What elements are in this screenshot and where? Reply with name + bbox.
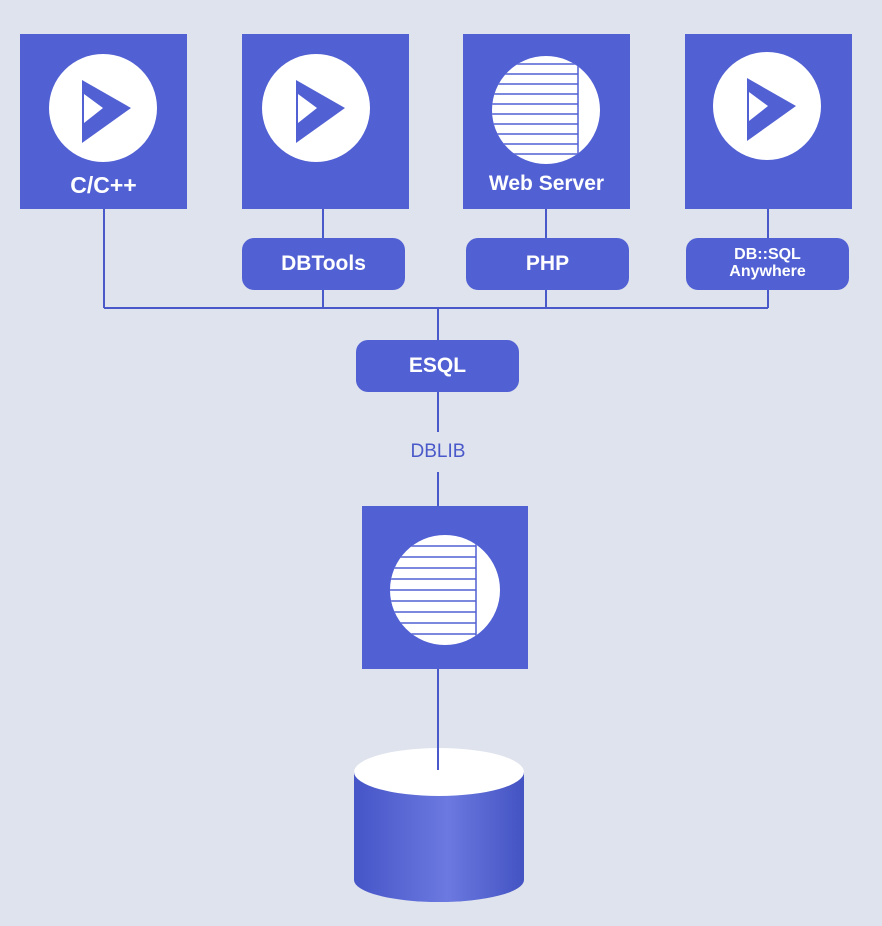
dbsql-label-line1: DB::SQL: [734, 246, 801, 264]
dbsql-label-line2: Anywhere: [729, 263, 806, 280]
play-triangles-icon: [713, 52, 821, 160]
esql-interface: ESQL: [356, 340, 519, 392]
database-cylinder-icon: [354, 748, 524, 902]
php-interface: PHP: [466, 238, 629, 290]
play-triangles-icon: [49, 54, 157, 162]
dbtools-interface: DBTools: [242, 238, 405, 290]
play-triangles-icon: [262, 54, 370, 162]
web-server-label: Web Server: [488, 172, 605, 195]
cpp-label: C/C++: [70, 172, 137, 198]
connector-lines: [103, 208, 769, 770]
dblib-label: DBLIB: [410, 441, 466, 462]
dbsql-anywhere-interface: DB::SQL Anywhere: [686, 238, 849, 290]
